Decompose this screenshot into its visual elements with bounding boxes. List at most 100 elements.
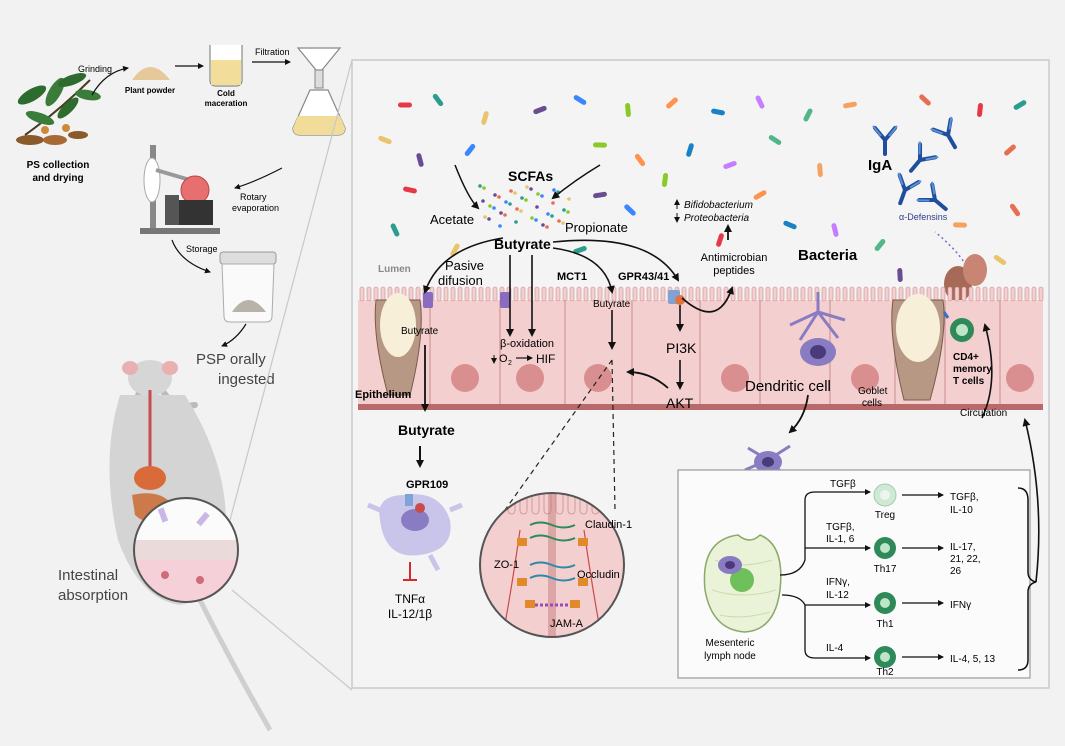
th2-cell-icon — [874, 646, 896, 668]
tj-zoom-line-right — [611, 359, 616, 511]
microvillus — [940, 286, 946, 302]
bacterium — [755, 95, 765, 109]
scfa-molecule — [541, 223, 545, 227]
butyrate-goblet-label: Butyrate — [401, 326, 439, 337]
proteobacteria-label: Proteobacteria — [684, 213, 749, 224]
goblet-cell-right — [891, 294, 945, 401]
microvillus — [583, 286, 589, 302]
bacterium — [573, 246, 587, 254]
th2-label: Th2 — [876, 667, 894, 678]
microvillus — [765, 286, 771, 302]
treg-cell-icon — [873, 483, 897, 507]
rotary-label-2: evaporation — [232, 203, 279, 213]
bacteria-field — [378, 93, 1027, 282]
microvillus — [408, 286, 414, 302]
microvillus — [968, 286, 974, 302]
bacterium — [573, 95, 587, 105]
bacterium — [993, 254, 1007, 266]
microvillus — [520, 286, 526, 302]
powder-pile-icon — [132, 67, 170, 80]
scfa-molecule — [540, 194, 544, 198]
bacterium — [416, 153, 424, 167]
microvillus — [632, 286, 638, 302]
th17-output-3: 26 — [950, 566, 962, 577]
th17-output-2: 21, 22, — [950, 554, 981, 565]
propionate-label: Propionate — [565, 220, 628, 235]
defensins-label: α-Defensins — [899, 212, 948, 222]
microvillus — [891, 286, 897, 302]
lymph-node-icon — [703, 534, 782, 633]
scfa-molecule — [567, 197, 571, 201]
psp-label-2: ingested — [218, 371, 275, 388]
bacterium — [843, 101, 857, 109]
microvillus — [380, 286, 386, 302]
bacterium — [711, 108, 725, 116]
bacterium — [450, 243, 460, 257]
microvillus — [653, 286, 659, 302]
scfa-molecule — [478, 184, 482, 188]
microvillus — [639, 286, 645, 302]
iga-antibody — [909, 141, 939, 173]
butyrate-to-gpr-arrow — [552, 239, 680, 282]
bacterium — [768, 135, 782, 145]
scfa-molecule — [546, 212, 550, 216]
microvillus — [961, 286, 967, 302]
microvillus — [443, 286, 449, 302]
cd4-tcell-icon — [942, 311, 974, 342]
tj-zoom-line-left — [504, 359, 613, 511]
rotary-label-1: Rotary — [240, 192, 267, 202]
microvillus — [751, 286, 757, 302]
scfa-molecule — [520, 196, 524, 200]
o2-subscript: 2 — [508, 360, 512, 367]
grinding-label: Grinding — [78, 64, 112, 74]
microvillus — [513, 286, 519, 302]
microvillus — [471, 286, 477, 302]
branch-th2 — [804, 605, 871, 661]
storage-arrow — [171, 239, 211, 274]
goblet-label-1: Goblet — [858, 386, 888, 397]
plant-icon — [16, 73, 101, 145]
cd4-label-3: T cells — [953, 376, 985, 387]
bacterium — [533, 105, 547, 115]
epithelium-label: Epithelium — [355, 389, 411, 401]
scfa-molecule — [530, 216, 534, 220]
microvillus — [786, 286, 792, 302]
scfa-molecule — [536, 192, 540, 196]
difusion-label: difusion — [438, 273, 483, 288]
microvillus — [870, 286, 876, 302]
microvillus — [702, 286, 708, 302]
butyrate-to-mct1-arrow — [552, 247, 615, 294]
jama-label: JAM-A — [550, 618, 584, 630]
treg-output-2: IL-10 — [950, 505, 973, 516]
scfa-molecule — [566, 210, 570, 214]
microvillus — [793, 286, 799, 302]
microvillus — [947, 286, 953, 302]
microvillus — [485, 286, 491, 302]
scfa-molecule — [545, 225, 549, 229]
microvillus — [541, 286, 547, 302]
scfa-molecule — [483, 215, 487, 219]
butyrate-to-diffusion-arrow — [423, 237, 504, 294]
amp-label-2: peptides — [713, 265, 755, 277]
bacterium — [817, 163, 823, 177]
bacterium — [593, 191, 607, 199]
microvillus — [436, 286, 442, 302]
butyrate-label: Butyrate — [494, 236, 551, 252]
microvillus — [695, 286, 701, 302]
claudin-label: Claudin-1 — [585, 519, 632, 531]
scfa-molecule — [497, 195, 501, 199]
cell-nucleus — [584, 364, 612, 392]
lumen-label: Lumen — [378, 264, 411, 275]
scfa-molecule — [524, 198, 528, 202]
lymph-node-label-2: lymph node — [704, 651, 756, 662]
bacteria-label: Bacteria — [798, 247, 858, 264]
scfa-molecule — [514, 220, 518, 224]
pi3k-label: PI3K — [666, 340, 697, 356]
scfa-molecule — [515, 207, 519, 211]
left-panel: PS collection and drying Grinding Plant … — [16, 45, 353, 732]
scfa-molecule — [534, 218, 538, 222]
bacterium — [753, 190, 767, 200]
goblet-label-2: cells — [862, 398, 882, 409]
microvillus — [646, 286, 652, 302]
